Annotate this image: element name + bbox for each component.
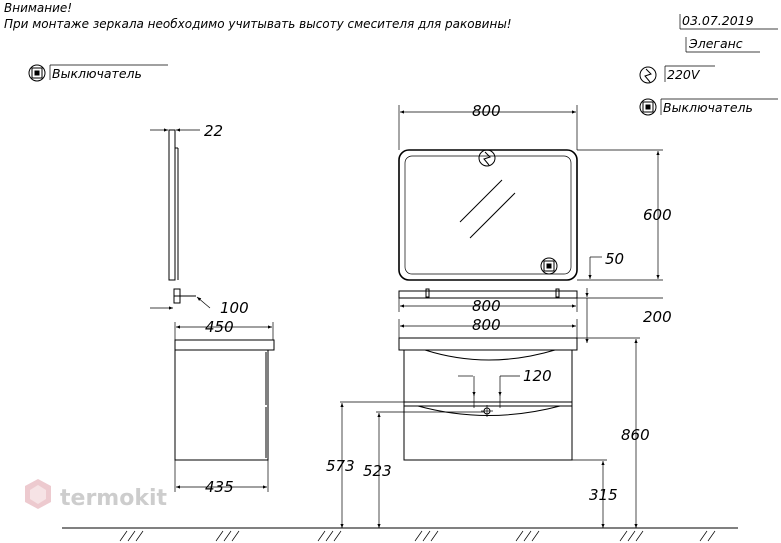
watermark: termokit: [25, 479, 167, 511]
side-view-mirror: 22 100: [150, 122, 249, 317]
dim-mirror-width: 800: [472, 102, 501, 120]
title-stamp: 03.07.2019 Элеганс: [679, 13, 778, 53]
legend-switch-left-label: Выключатель: [52, 66, 142, 81]
side-view-cabinet: 450 435: [174, 318, 275, 496]
power-icon: [478, 149, 496, 167]
switch-icon: [540, 257, 558, 275]
front-view-mirror: 800 600 50: [398, 102, 672, 281]
warning-text: При монтаже зеркала необходимо учитывать…: [4, 17, 512, 31]
switch-icon: [639, 98, 657, 116]
dim-switch-offset: 50: [605, 250, 624, 268]
dim-mirror-height: 600: [643, 206, 672, 224]
front-view-shelf: 800 200: [398, 288, 672, 343]
termokit-logo-icon: [25, 479, 51, 509]
dim-basin-width: 800: [472, 316, 501, 334]
dim-mirror-depth: 22: [204, 122, 223, 140]
legend-power: 220V: [639, 65, 715, 84]
power-icon: [639, 66, 657, 84]
stamp-model: Элеганс: [688, 36, 743, 51]
floor-line: [62, 527, 738, 542]
dim-shelf-width: 800: [472, 297, 501, 315]
warning-title: Внимание!: [4, 1, 72, 15]
dim-shelf-offset: 100: [220, 299, 249, 317]
watermark-brand: termokit: [60, 486, 167, 511]
dim-height-573: 573: [326, 457, 355, 475]
dim-total-height: 860: [621, 426, 650, 444]
height-dimensions: 860 573 523 315: [326, 337, 650, 528]
front-view-cabinet: 800 120: [398, 316, 578, 461]
dim-height-523: 523: [363, 462, 392, 480]
dim-cabinet-depth-top: 450: [205, 318, 234, 336]
legend-switch-left: Выключатель: [28, 64, 168, 82]
legend-switch-right: Выключатель: [639, 98, 778, 116]
legend-power-label: 220V: [667, 67, 701, 82]
dim-shelf-gap: 200: [643, 308, 672, 326]
stamp-date: 03.07.2019: [682, 13, 754, 28]
dim-height-315: 315: [589, 486, 618, 504]
dim-mixer-offset: 120: [523, 367, 552, 385]
dim-cabinet-depth-bottom: 435: [205, 478, 234, 496]
switch-icon: [28, 64, 46, 82]
legend-switch-right-label: Выключатель: [663, 100, 753, 115]
